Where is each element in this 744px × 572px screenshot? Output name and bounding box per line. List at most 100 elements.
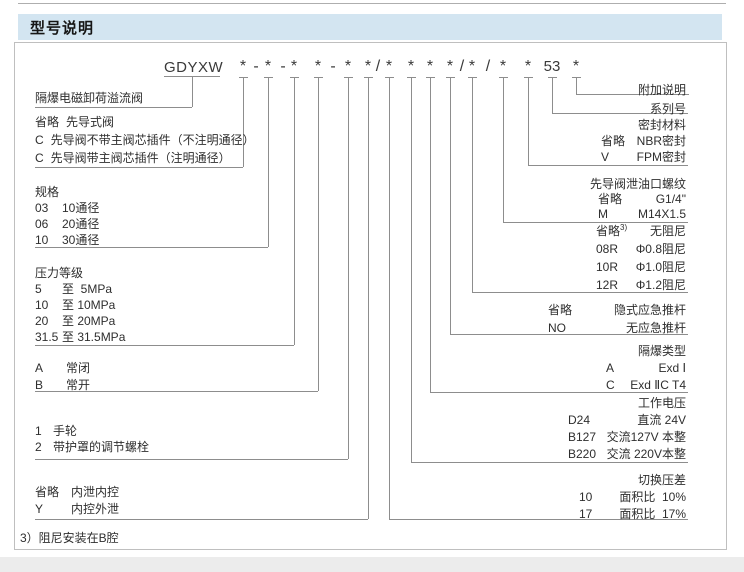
- section-header-bar: 型号说明: [18, 14, 722, 40]
- connector-line: [528, 165, 688, 166]
- option-code: 10R: [596, 260, 619, 274]
- model-code-token: *: [344, 58, 352, 75]
- connector-line: [524, 77, 533, 165]
- option-desc: 至 10MPa: [62, 298, 116, 312]
- model-code-token: *: [264, 58, 272, 75]
- option-row: 省略隐式应急推杆: [548, 301, 686, 319]
- connector-line: [411, 462, 688, 463]
- option-code: 省略: [35, 115, 60, 129]
- option-row: 10R Φ1.0阻尼: [596, 258, 686, 276]
- option-desc: 无阻尼: [649, 224, 686, 238]
- model-code-prefix: GDYXW: [164, 59, 224, 76]
- model-code-token: *: [239, 58, 247, 75]
- option-code: C: [35, 133, 44, 147]
- option-code: 20: [35, 314, 49, 328]
- option-code: 省略: [35, 485, 60, 499]
- connector-line: [35, 107, 192, 108]
- option-code: 2: [35, 440, 42, 454]
- connector-line: [35, 247, 268, 248]
- option-code: A: [606, 361, 615, 375]
- option-desc: 先导式阀: [66, 115, 115, 129]
- option-desc: 内控外泄: [71, 502, 120, 516]
- option-desc: 交流127V 本整: [606, 430, 686, 444]
- option-desc: 带护罩的调节螺栓: [53, 440, 150, 454]
- option-desc: Φ1.0阻尼: [635, 260, 686, 274]
- model-code-token: *: [524, 58, 532, 75]
- model-code-token: *: [426, 58, 434, 75]
- option-code: 10: [579, 490, 593, 504]
- option-row: 省略内泄内控: [35, 484, 119, 501]
- model-code-token: *: [407, 58, 415, 75]
- option-row: 省略先导式阀: [35, 113, 255, 131]
- option-code: D24: [568, 413, 591, 427]
- option-row: 10 至 10MPa: [35, 297, 125, 313]
- section-title: 附加说明: [637, 83, 686, 97]
- model-code-token: *: [385, 58, 393, 75]
- connector-line: [35, 391, 318, 392]
- connector-line: [468, 77, 477, 292]
- option-code: 06: [35, 217, 49, 231]
- option-desc: 直流 24V: [637, 413, 686, 427]
- connector-line: [552, 113, 688, 114]
- model-code-token: *: [314, 58, 322, 75]
- model-code-token: -: [280, 58, 286, 75]
- option-desc: Φ1.2阻尼: [635, 278, 686, 292]
- connector-line: [344, 77, 353, 459]
- option-desc: 常开: [66, 378, 91, 392]
- page-title: 型号说明: [30, 19, 95, 37]
- section-additional-notes: 附加说明: [638, 81, 686, 98]
- footnote-text: 3）阻尼安装在B腔: [20, 531, 119, 545]
- section-title: 切换压差: [637, 473, 686, 487]
- model-code-token: *: [468, 58, 476, 75]
- connector-line: [35, 459, 348, 460]
- connector-line: [385, 77, 394, 519]
- option-desc: Φ0.8阻尼: [635, 242, 686, 256]
- connector-line: [192, 77, 193, 107]
- connector-line: [35, 345, 294, 346]
- model-code-token: *: [446, 58, 454, 75]
- connector-line: [548, 77, 557, 113]
- option-code: 省略3): [596, 223, 628, 239]
- connector-line: [572, 77, 581, 94]
- option-code: B220: [568, 447, 597, 461]
- prefix-underline: [164, 76, 220, 77]
- option-code: M: [598, 207, 608, 221]
- section-title: 工作电压: [637, 396, 686, 410]
- option-code: V: [601, 150, 610, 164]
- footnote: 3）阻尼安装在B腔: [20, 529, 119, 546]
- option-code: 10: [35, 233, 49, 247]
- valve-name-label: 隔爆电磁卸荷溢流阀: [35, 91, 144, 105]
- connector-line: [239, 77, 248, 167]
- option-code: 10: [35, 298, 49, 312]
- section-valve-name: 隔爆电磁卸荷溢流阀: [35, 89, 143, 106]
- model-code-token: -: [253, 58, 259, 75]
- option-desc: 常闭: [66, 361, 91, 375]
- option-row: 2 带护罩的调节螺栓: [35, 439, 149, 455]
